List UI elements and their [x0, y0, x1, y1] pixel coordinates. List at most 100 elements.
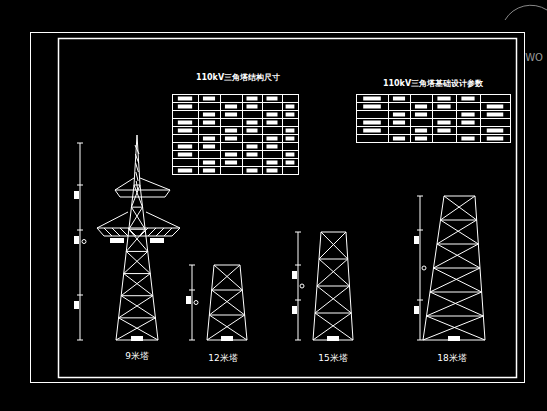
table-rule: [172, 102, 298, 103]
tower-brace: [120, 228, 128, 236]
dimension-line: [80, 143, 81, 340]
dimension-text: [150, 238, 164, 243]
dimension-symbol: [300, 284, 304, 288]
tower-brace: [423, 316, 483, 340]
table-rule: [432, 94, 433, 142]
tower-strut: [129, 229, 145, 230]
cell-text: [461, 113, 474, 117]
dimension-tick: [189, 265, 195, 266]
tower-brace: [136, 163, 139, 172]
cell-text: [203, 121, 215, 125]
tower-strut: [214, 265, 240, 266]
dimension-tick: [295, 340, 301, 341]
tower-brace: [315, 286, 350, 313]
dimension-tick: [77, 295, 83, 296]
cell-text: [363, 121, 381, 125]
dimension-text: [74, 301, 79, 309]
cell-text: [267, 161, 278, 165]
tables: [172, 94, 511, 175]
cell-text: [363, 105, 381, 109]
dimension-text: [74, 236, 79, 244]
dimension-text: [186, 296, 191, 304]
cell-text: [203, 161, 215, 165]
inner-frame: [59, 39, 517, 378]
cell-text: [487, 129, 504, 133]
cross-arm: [140, 178, 170, 190]
table-rule: [220, 94, 221, 174]
watermark-ring: [505, 5, 547, 20]
tower-strut: [124, 273, 151, 274]
cell-text: [267, 169, 278, 173]
table-rule: [172, 166, 298, 167]
tower-brace: [119, 318, 158, 340]
cell-text: [225, 113, 237, 117]
dimension-tick: [295, 265, 301, 266]
tower-brace: [164, 228, 172, 236]
cross-arm: [115, 190, 120, 197]
cross-arm: [115, 190, 170, 191]
tower-brace: [209, 315, 247, 340]
tower-brace: [317, 286, 351, 313]
tower-strut: [434, 268, 481, 269]
tower-brace: [315, 313, 353, 340]
table-rule: [242, 94, 243, 174]
tower-strut: [430, 292, 482, 293]
base-block: [221, 336, 233, 341]
cell-text: [461, 137, 474, 141]
cell-text: [286, 161, 295, 165]
tower-brace: [135, 154, 138, 163]
tower-brace: [427, 292, 482, 316]
dimension-tick: [77, 230, 83, 231]
cell-text: [393, 97, 405, 101]
dimension-tick: [417, 340, 423, 341]
cell-text: [415, 137, 427, 141]
tower-strut: [444, 196, 475, 197]
cell-text: [247, 169, 258, 173]
cell-text: [363, 97, 381, 101]
table-rule: [480, 94, 481, 142]
cell-text: [461, 97, 474, 101]
dimension-text: [74, 191, 79, 199]
tower-strut: [126, 251, 147, 252]
tower-peak: [134, 135, 137, 185]
table-rule: [198, 94, 199, 174]
tower-strut: [212, 290, 243, 291]
cross-arm: [165, 190, 170, 197]
tower-brace: [434, 244, 479, 268]
dimension-line: [298, 232, 299, 340]
tower-brace: [129, 229, 148, 251]
cell-text: [247, 121, 258, 125]
cell-text: [178, 129, 192, 133]
table-rule: [282, 94, 283, 174]
dimension-text: [292, 306, 297, 314]
base-block: [131, 336, 143, 341]
cross-arm: [120, 197, 165, 198]
dimension-tick: [417, 230, 423, 231]
cell-text: [393, 121, 405, 125]
tower-brace: [441, 220, 479, 244]
dimension-tick: [295, 232, 301, 233]
base-block: [448, 336, 460, 341]
cell-text: [178, 145, 192, 149]
cell-text: [437, 129, 450, 133]
tower-strut: [119, 317, 156, 318]
cross-arm: [172, 228, 180, 236]
tower-brace: [437, 220, 477, 244]
tower-brace: [214, 265, 242, 290]
cell-text: [225, 105, 237, 109]
tower-brace: [121, 296, 155, 318]
tower-strut: [321, 232, 346, 233]
tower-brace: [212, 290, 245, 315]
tower-brace: [135, 145, 139, 154]
cell-text: [225, 153, 237, 157]
cell-text: [437, 105, 450, 109]
tower-brace: [136, 181, 138, 190]
table-rule: [172, 126, 298, 127]
cell-text: [203, 97, 215, 101]
tower-brace: [124, 274, 153, 296]
tower-name: 9米塔: [123, 351, 151, 362]
tower-brace: [128, 228, 136, 236]
tower-brace: [317, 259, 348, 286]
tower-leg: [207, 265, 214, 340]
cell-text: [203, 113, 215, 117]
